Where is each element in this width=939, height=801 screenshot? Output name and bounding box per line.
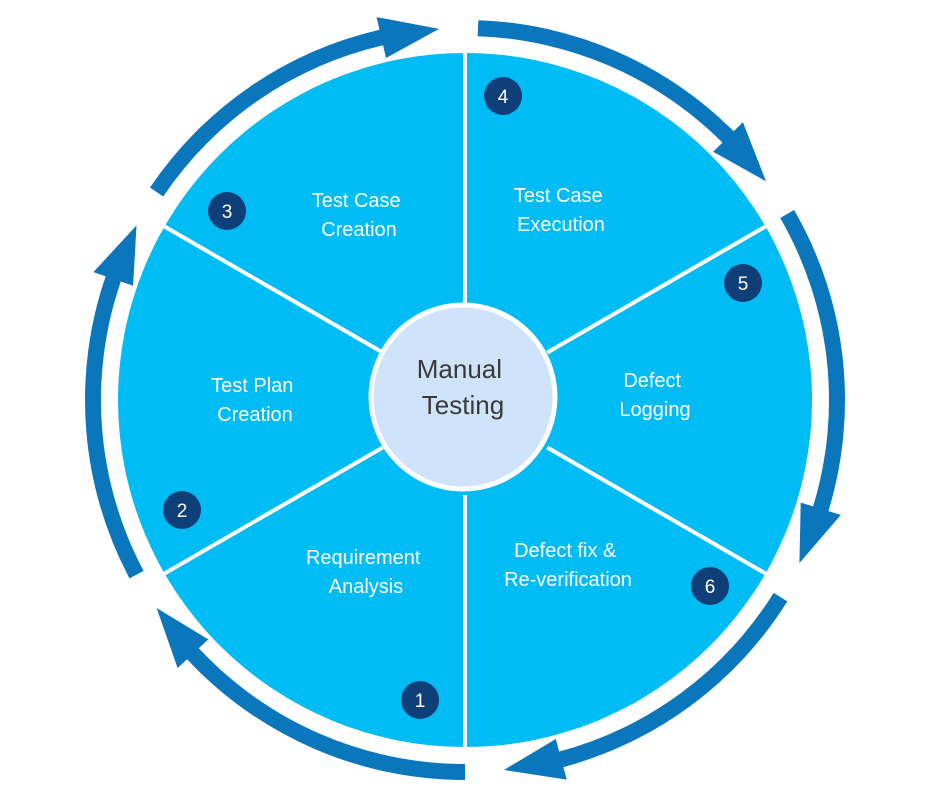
stage-4-label: Test Case Execution [514,185,609,236]
svg-text:4: 4 [498,87,509,108]
stage-2-badge: 2 [163,491,201,529]
stage-6-label: Defect fix & Re-verification [504,540,632,591]
segment-labels: Requirement Analysis Test Plan Creation … [211,185,691,598]
cycle-arrow [503,592,788,780]
svg-text:3: 3 [222,202,233,223]
stage-6-badge: 6 [691,567,729,605]
cycle-arrow [85,225,144,579]
stage-4-badge: 4 [484,77,522,115]
stage-badges: 1 2 3 4 5 6 [163,77,762,719]
stage-3-label: Test Case Creation [312,190,407,241]
stage-1-label: Requirement Analysis [306,547,426,598]
stage-3-badge: 3 [208,192,246,230]
center-title: Manual Testing [417,354,510,420]
stage-1-badge: 1 [401,681,439,719]
center-hub [368,302,558,492]
segment-divider [159,445,384,578]
svg-text:5: 5 [738,274,749,295]
cycle-arrow [156,608,465,780]
arrow-ring [85,17,846,780]
segment-divider [159,222,384,355]
segment-divider [546,222,771,355]
stage-5-badge: 5 [724,264,762,302]
cycle-arrow [477,20,766,182]
segment-divider [546,445,771,578]
stage-2-label: Test Plan Creation [211,375,299,426]
svg-text:6: 6 [705,577,716,598]
segment-dividers [159,48,771,752]
svg-text:2: 2 [177,501,188,522]
cycle-arrow [150,17,440,197]
svg-text:1: 1 [415,691,426,712]
stage-5-label: Defect Logging [619,370,690,421]
cycle-arrow [780,210,846,564]
